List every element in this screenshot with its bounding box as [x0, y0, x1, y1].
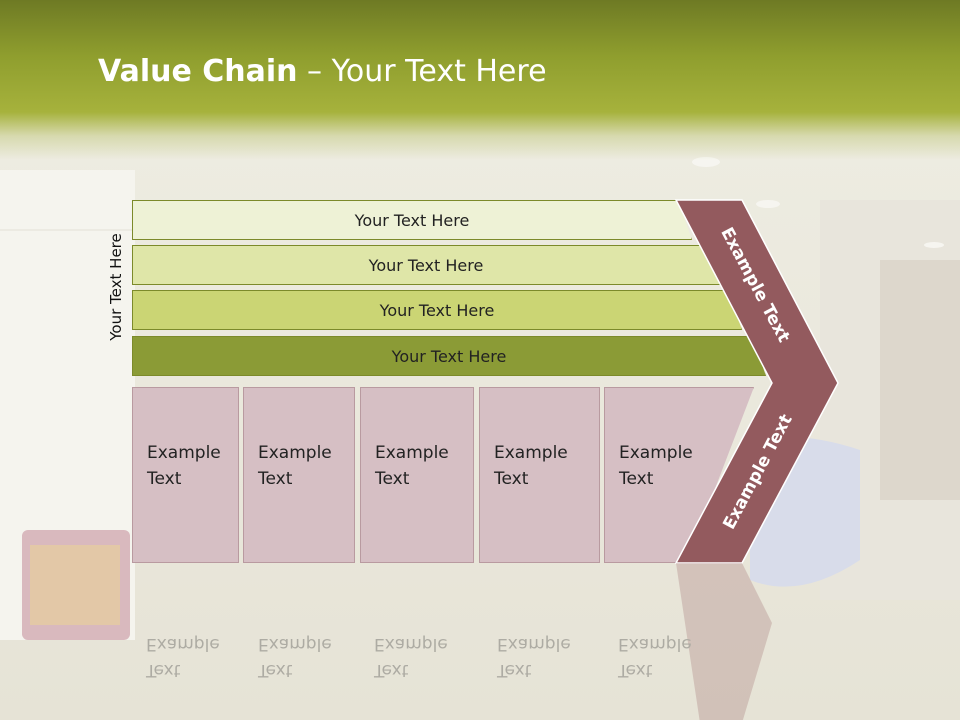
reflection-text-2-line2: Text: [258, 660, 293, 680]
reflection-text-5-line2: Text: [618, 660, 653, 680]
chevron-shape: [674, 199, 839, 564]
reflection-text-3: Text Example: [374, 631, 448, 683]
reflection-text-4-line1: Example: [497, 634, 571, 654]
box-3-line2: Text: [375, 469, 410, 489]
reflection-chevron: [676, 563, 772, 720]
reflection-text-5: Text Example: [618, 631, 692, 683]
reflection-text-5-line1: Example: [618, 634, 692, 654]
reflection-text-4-line2: Text: [497, 660, 532, 680]
reflection-text-2-line1: Example: [258, 634, 332, 654]
page-title: Value Chain – Your Text Here: [98, 54, 547, 89]
box-5-line1: Example: [619, 443, 693, 463]
reflection-text-3-line1: Example: [374, 634, 448, 654]
box-2-line1: Example: [258, 443, 332, 463]
row-3: Your Text Here: [132, 290, 742, 330]
box-3-line1: Example: [375, 443, 449, 463]
reflection-text-1-line1: Example: [146, 634, 220, 654]
box-4-line1: Example: [494, 443, 568, 463]
box-5-line2: Text: [619, 469, 654, 489]
box-1-line2: Text: [147, 469, 182, 489]
box-4-line2: Text: [494, 469, 529, 489]
reflection-text-2: Text Example: [258, 631, 332, 683]
row-1: Your Text Here: [132, 200, 692, 240]
header-band: [0, 0, 960, 160]
box-1-line1: Example: [147, 443, 221, 463]
reflection: Text Example Text Example Text Example Text…: [0, 563, 960, 720]
box-2-line2: Text: [258, 469, 293, 489]
title-rest: – Your Text Here: [297, 54, 547, 89]
reflection-text-1: Text Example: [146, 631, 220, 683]
reflection-text-1-line2: Text: [146, 660, 181, 680]
reflection-text-4: Text Example: [497, 631, 571, 683]
title-bold: Value Chain: [98, 54, 298, 89]
row-4: Your Text Here: [132, 336, 766, 376]
reflection-text-3-line2: Text: [374, 660, 409, 680]
row-2: Your Text Here: [132, 245, 720, 285]
